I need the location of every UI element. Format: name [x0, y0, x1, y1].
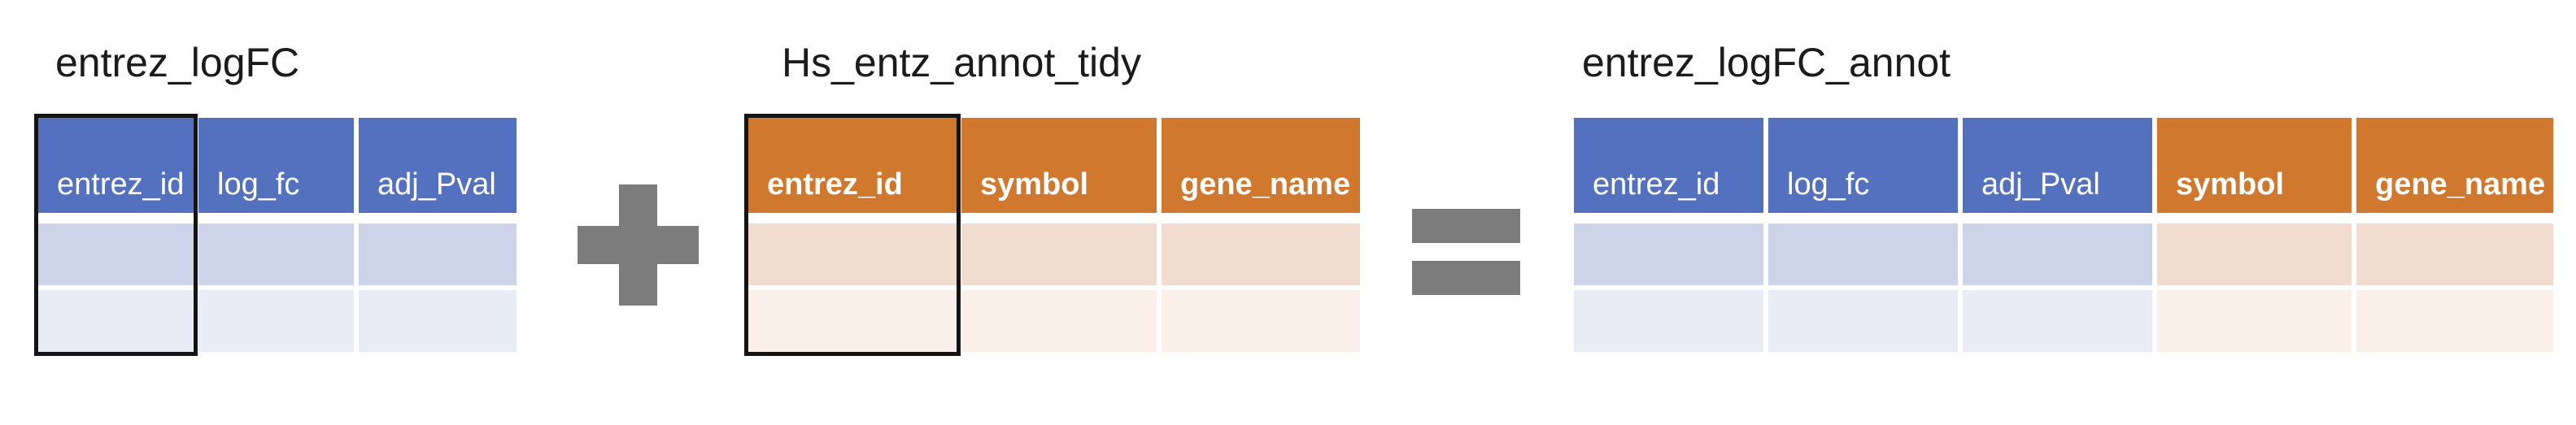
empty-cell — [1574, 290, 1763, 352]
empty-cell — [38, 223, 194, 285]
column-header-adj-pval: adj_Pval — [1963, 118, 2152, 213]
empty-cell — [359, 223, 517, 285]
empty-cell — [198, 223, 354, 285]
table-row — [38, 223, 517, 285]
empty-cell — [1574, 223, 1763, 285]
column-header-symbol: symbol — [961, 118, 1157, 213]
empty-cell — [1963, 223, 2152, 285]
empty-cell — [961, 290, 1157, 352]
empty-cell — [1963, 290, 2152, 352]
table-title-entrez-logfc-annot: entrez_logFC_annot — [1582, 40, 1951, 85]
header-row: entrez_id symbol gene_name — [748, 118, 1360, 213]
empty-cell — [1162, 223, 1360, 285]
empty-cell — [38, 290, 194, 352]
table-entrez-logfc-annot: entrez_id log_fc adj_Pval symbol gene_na… — [1574, 118, 2553, 352]
empty-cell — [961, 223, 1157, 285]
empty-cell — [748, 223, 957, 285]
empty-cell — [748, 290, 957, 352]
empty-cell — [2157, 223, 2352, 285]
equals-top-bar — [1412, 209, 1520, 243]
key-column-outline-hs-entz-annot-tidy — [744, 114, 961, 356]
empty-cell — [1768, 290, 1958, 352]
table-row — [1574, 223, 2553, 285]
empty-cell — [359, 290, 517, 352]
column-header-entrez-id: entrez_id — [38, 118, 194, 213]
table-row — [1574, 290, 2553, 352]
column-header-entrez-id: entrez_id — [748, 118, 957, 213]
column-header-entrez-id: entrez_id — [1574, 118, 1763, 213]
table-hs-entz-annot-tidy: entrez_id symbol gene_name — [748, 118, 1360, 352]
empty-cell — [1162, 290, 1360, 352]
empty-cell — [198, 290, 354, 352]
empty-cell — [2356, 223, 2553, 285]
table-title-hs-entz-annot-tidy: Hs_entz_annot_tidy — [782, 40, 1141, 85]
column-header-log-fc: log_fc — [1768, 118, 1958, 213]
table-row — [748, 290, 1360, 352]
column-header-gene-name: gene_name — [2356, 118, 2553, 213]
table-row — [748, 223, 1360, 285]
plus-icon — [578, 184, 699, 306]
header-row: entrez_id log_fc adj_Pval symbol gene_na… — [1574, 118, 2553, 213]
header-row: entrez_id log_fc adj_Pval — [38, 118, 517, 213]
table-title-entrez-logfc: entrez_logFC — [55, 40, 300, 85]
table-entrez-logfc: entrez_id log_fc adj_Pval — [38, 118, 517, 352]
equals-bottom-bar — [1412, 261, 1520, 295]
column-header-adj-pval: adj_Pval — [359, 118, 517, 213]
empty-cell — [2157, 290, 2352, 352]
plus-horizontal-bar — [578, 226, 699, 264]
equals-icon — [1412, 209, 1520, 295]
key-column-outline-entrez-logfc — [34, 114, 198, 356]
empty-cell — [1768, 223, 1958, 285]
column-header-gene-name: gene_name — [1162, 118, 1360, 213]
column-header-log-fc: log_fc — [198, 118, 354, 213]
column-header-symbol: symbol — [2157, 118, 2352, 213]
empty-cell — [2356, 290, 2553, 352]
table-row — [38, 290, 517, 352]
row-spacer — [1574, 213, 2553, 223]
